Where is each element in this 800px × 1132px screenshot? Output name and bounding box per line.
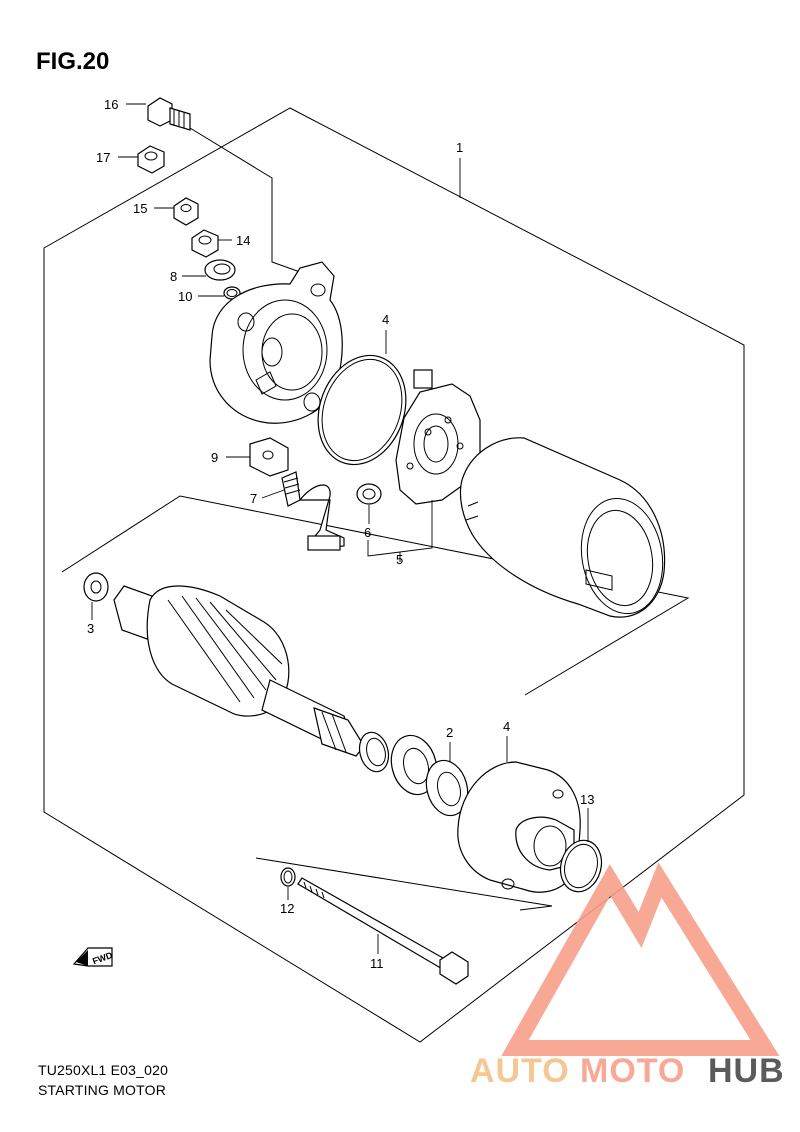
washer-3 <box>83 572 109 602</box>
callout-7: 7 <box>250 491 257 506</box>
callout-5: 5 <box>396 552 403 567</box>
armature-group-bracket <box>61 495 690 696</box>
model-code: TU250XL1 E03_020 <box>38 1062 169 1078</box>
through-bolt-11 <box>297 877 469 985</box>
callout-8: 8 <box>170 269 177 284</box>
callout-11: 11 <box>370 956 384 971</box>
watermark-brand-part3: HUB <box>708 1052 785 1090</box>
fwd-direction-arrow: FWD <box>72 947 114 967</box>
snap-ring <box>358 731 390 773</box>
callout-6: 6 <box>364 525 371 540</box>
callout-leaders <box>91 103 589 954</box>
motor-yoke-case <box>459 437 666 618</box>
watermark-logo: AUTO MOTO HUB <box>470 862 785 1090</box>
brush-holder-7 <box>281 471 345 551</box>
callout-10: 10 <box>178 289 192 304</box>
terminal-plate-9 <box>249 437 289 477</box>
callout-16: 16 <box>104 97 118 112</box>
watermark-brand-part2: MOTO <box>580 1052 685 1090</box>
callout-4-upper: 4 <box>382 312 389 327</box>
callout-12: 12 <box>280 901 294 916</box>
assembly-frame <box>43 107 745 1043</box>
bolt-leader-line <box>189 127 301 273</box>
callout-3: 3 <box>87 621 94 636</box>
callout-15: 15 <box>133 201 147 216</box>
o-ring-4-upper <box>317 354 407 466</box>
o-ring-12 <box>280 867 296 887</box>
callout-13: 13 <box>580 792 594 807</box>
bearing-seal <box>390 734 438 796</box>
callout-4-lower: 4 <box>503 719 510 734</box>
washer-8 <box>204 259 236 281</box>
armature <box>113 585 365 757</box>
nut-17 <box>137 145 165 174</box>
callout-17: 17 <box>96 150 110 165</box>
callout-labels: 16 17 15 14 8 10 1 4 9 7 6 5 3 2 4 13 12… <box>87 97 594 971</box>
nut-14 <box>191 229 219 258</box>
callout-9: 9 <box>211 450 218 465</box>
figure-title: FIG.20 <box>36 48 110 75</box>
figure-caption: STARTING MOTOR <box>38 1082 167 1098</box>
callout-1: 1 <box>456 140 463 155</box>
oil-seal-2 <box>425 759 469 817</box>
callout-2: 2 <box>446 725 453 740</box>
bolt-16 <box>147 97 191 131</box>
bolt-group-bracket <box>255 857 553 911</box>
nut-15 <box>173 197 199 226</box>
watermark-brand-part1: AUTO <box>470 1052 570 1090</box>
bearing-6 <box>356 483 382 505</box>
front-bracket <box>457 761 581 893</box>
watermark-triangle <box>501 862 780 1056</box>
callout-14: 14 <box>236 233 250 248</box>
